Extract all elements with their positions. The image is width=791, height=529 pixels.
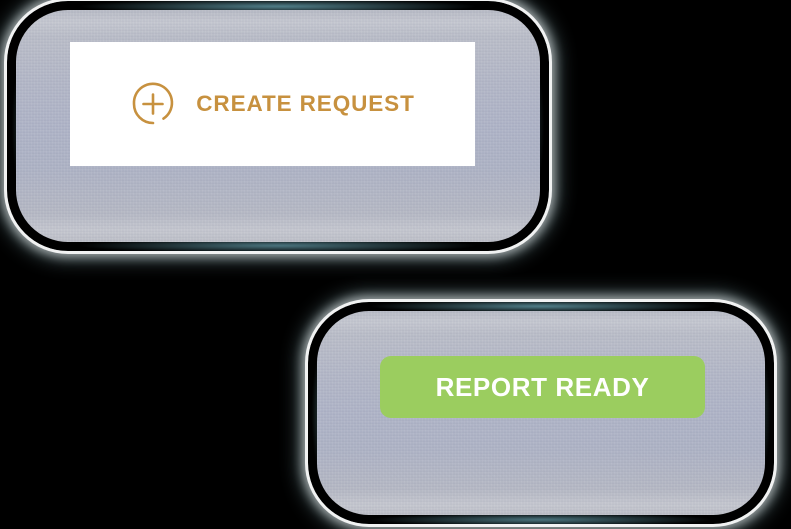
create-request-panel[interactable]: CREATE REQUEST xyxy=(70,42,475,166)
create-request-card[interactable]: CREATE REQUEST xyxy=(2,0,554,256)
plus-circle-icon xyxy=(132,82,174,125)
create-request-label: CREATE REQUEST xyxy=(196,90,415,116)
report-ready-card[interactable]: REPORT READY xyxy=(303,297,779,529)
report-ready-button[interactable]: REPORT READY xyxy=(380,356,705,418)
report-ready-label: REPORT READY xyxy=(435,372,650,402)
